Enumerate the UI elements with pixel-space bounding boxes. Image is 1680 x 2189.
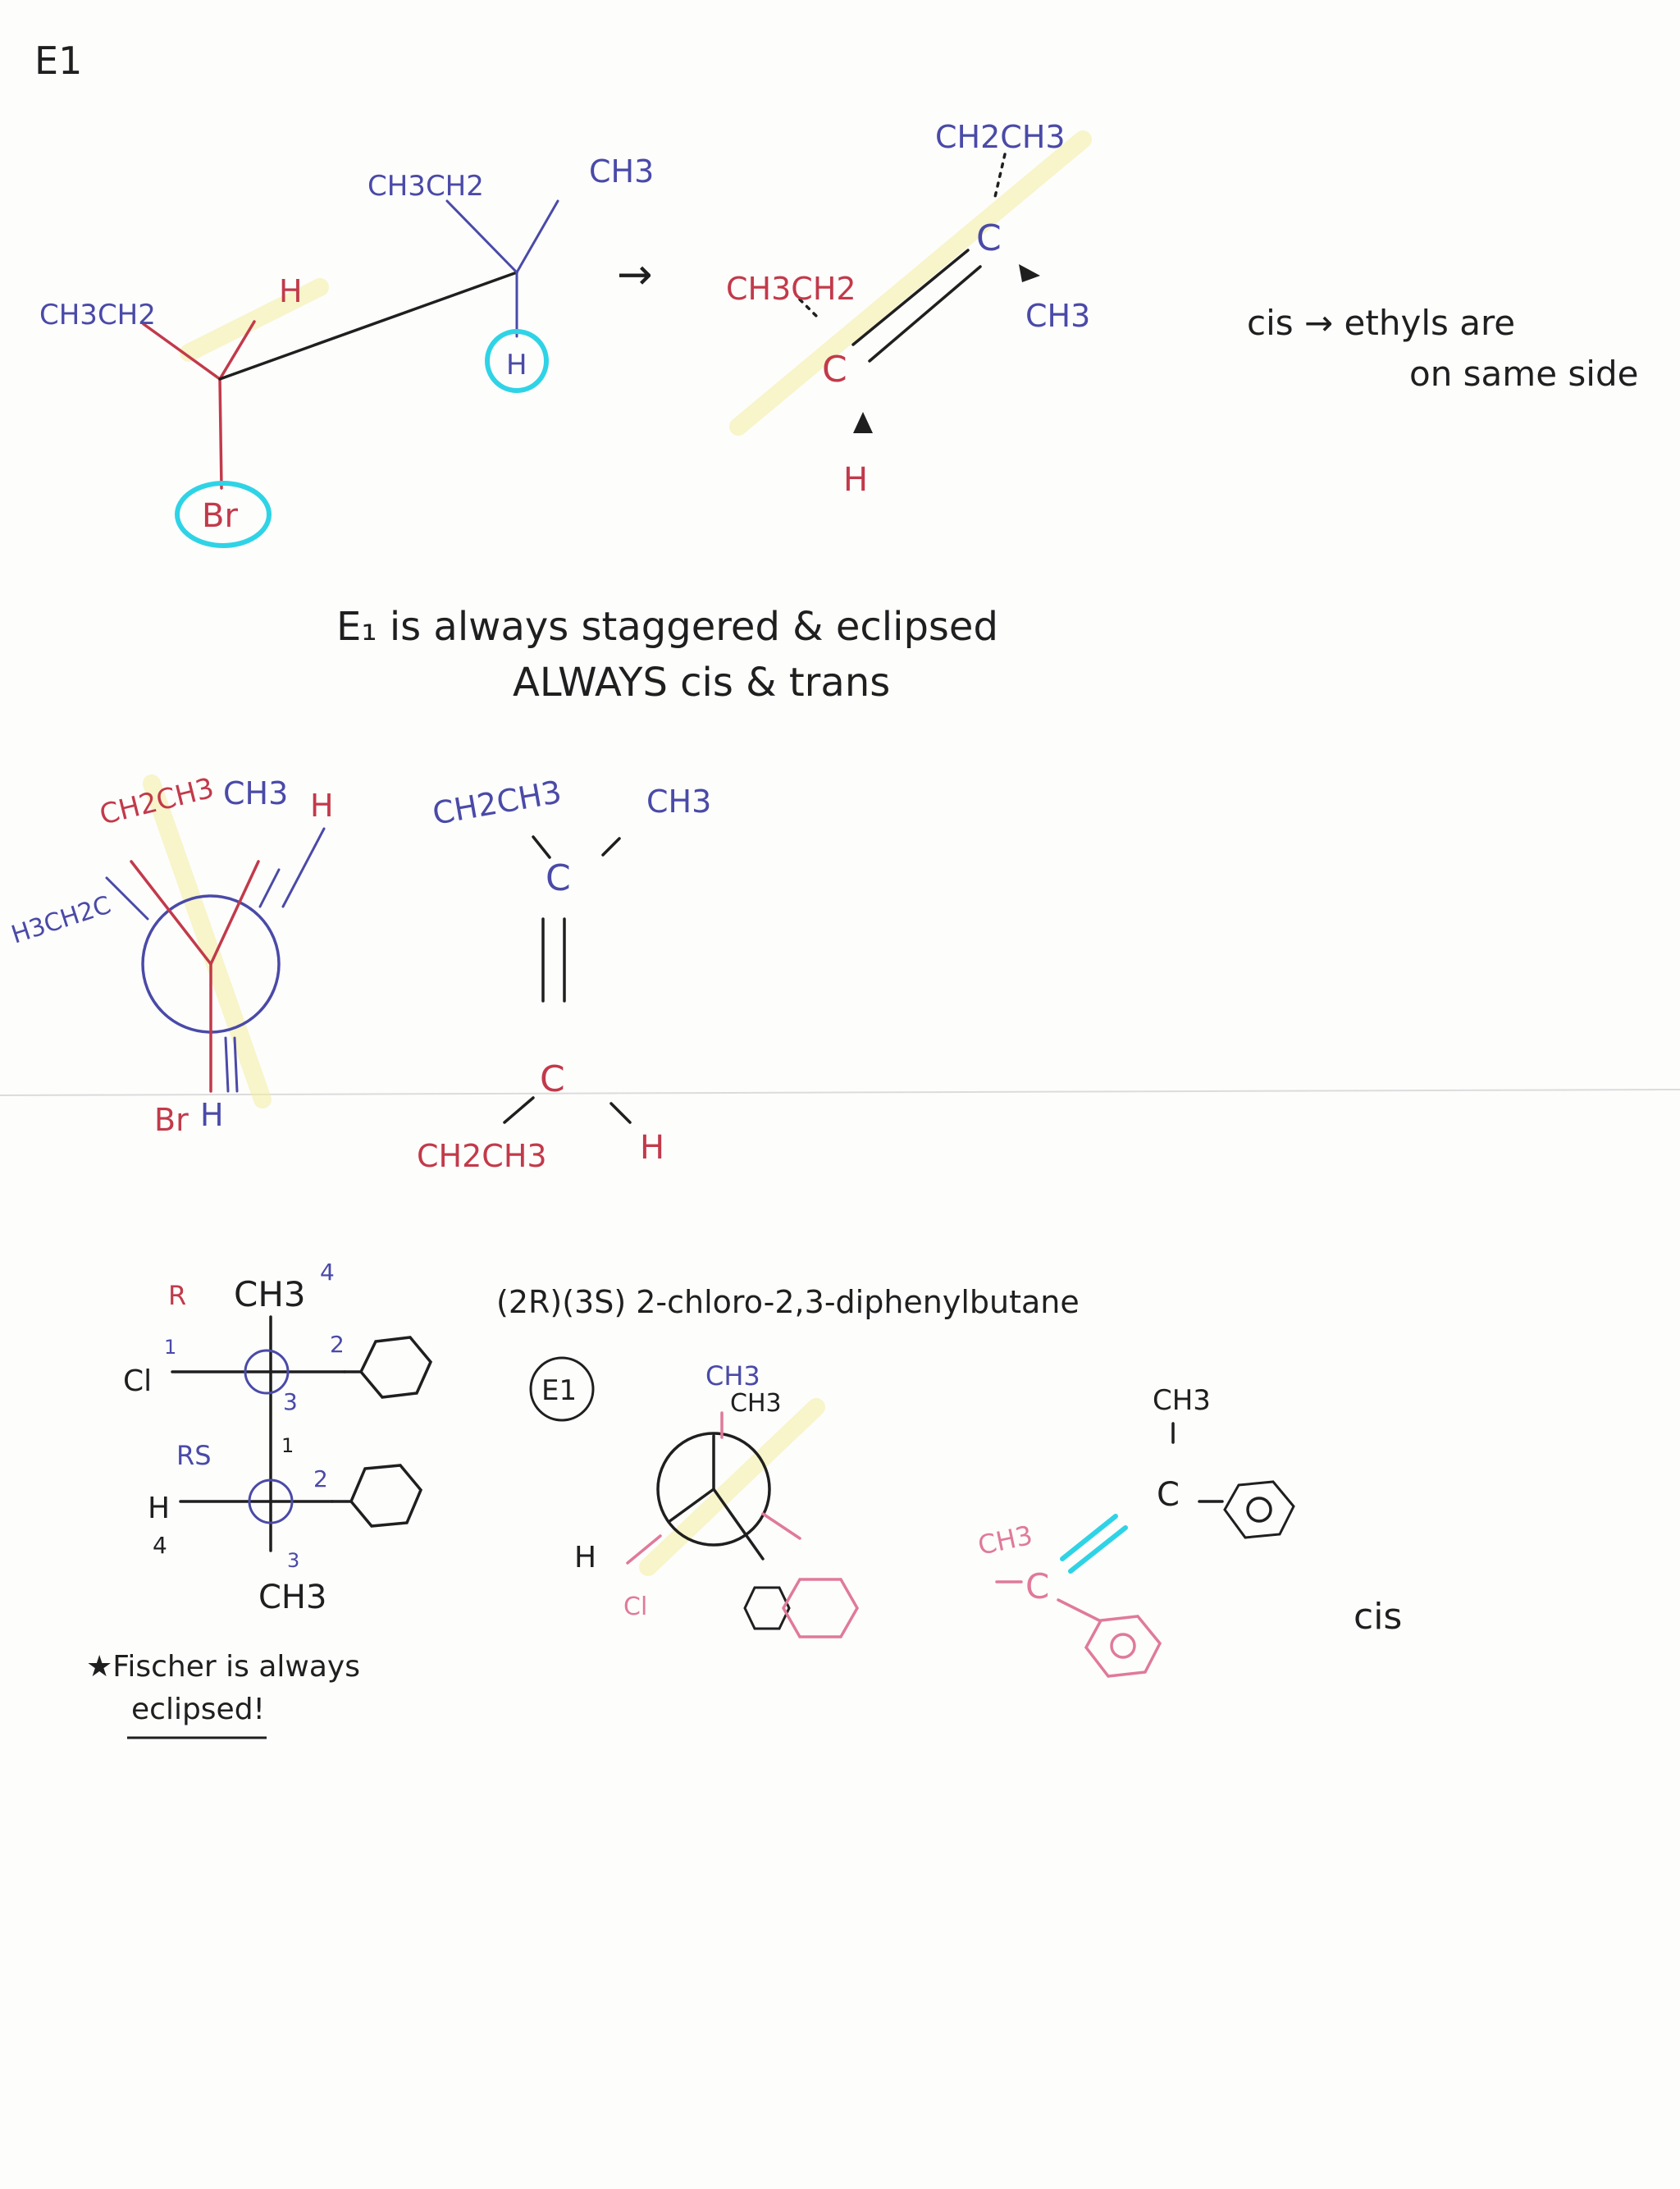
- label-planar-h: H: [640, 1129, 664, 1167]
- label-h-circled: H: [506, 349, 527, 382]
- label-fischer-ch3-top: CH3: [234, 1274, 306, 1314]
- label-newman2-ch3-a: CH3: [705, 1360, 760, 1392]
- label-alkene2-ch3-left: CH3: [975, 1520, 1035, 1561]
- label-fischer-h: H: [148, 1492, 170, 1525]
- cis-note-line1: cis → ethyls are: [1247, 303, 1515, 343]
- fischer-note-line1: ★Fischer is always: [86, 1650, 360, 1684]
- label-planar-ch3: CH3: [646, 784, 711, 820]
- label-fischer-num3b: 3: [287, 1549, 299, 1572]
- label-fischer-sup4: 4: [320, 1259, 335, 1286]
- label-fischer-ch3-bottom: CH3: [258, 1579, 326, 1616]
- page-fold-line: [0, 1089, 1680, 1096]
- label-alkene-ch3ch2: CH3CH2: [726, 271, 856, 307]
- label-planar-c-bottom: C: [540, 1058, 565, 1100]
- zigzag-structure: [142, 199, 559, 548]
- label-e1: E1: [541, 1374, 577, 1407]
- label-fischer-num4: 4: [153, 1532, 167, 1559]
- label-br: Br: [202, 497, 238, 535]
- cis-note-line2: on same side: [1409, 354, 1638, 394]
- label-newman2-ch3-b: CH3: [730, 1389, 782, 1418]
- label-newman-ch3: CH3: [223, 775, 288, 811]
- alkene-structure: [729, 130, 1092, 436]
- fischer-projection: [171, 1315, 433, 1552]
- e1-circle: [529, 1356, 595, 1422]
- newman-projection-2: [626, 1398, 860, 1638]
- label-alkene2-c-bottom: C: [1025, 1566, 1049, 1606]
- label-fischer-num3a: 3: [283, 1388, 298, 1415]
- page-title: E1: [34, 39, 82, 83]
- circled-h-highlight: [485, 329, 549, 393]
- label-alkene-h: H: [843, 461, 868, 499]
- fischer-note-line2: eclipsed!: [131, 1693, 265, 1726]
- label-fischer-num1: 1: [164, 1336, 176, 1359]
- label-fischer-cl: Cl: [123, 1364, 152, 1398]
- label-newman-h-bottom: H: [200, 1097, 224, 1133]
- label-top-ch3ch2: CH3CH2: [368, 170, 484, 203]
- label-planar-c-top: C: [546, 857, 571, 899]
- planar-alkene: [503, 835, 632, 1124]
- label-fischer-rs: RS: [176, 1440, 212, 1471]
- label-fischer-r: R: [168, 1280, 186, 1311]
- label-planar-ch2ch3-bottom: CH2CH3: [417, 1138, 547, 1174]
- label-newman-br: Br: [154, 1102, 189, 1138]
- circled-br-highlight: [175, 481, 272, 548]
- label-alkene2-ch3-top: CH3: [1153, 1384, 1211, 1417]
- reaction-arrow: →: [617, 250, 653, 299]
- label-alkene-c-bottom: C: [822, 349, 847, 391]
- compound-name: (2R)(3S) 2-chloro-2,3-diphenylbutane: [496, 1284, 1080, 1320]
- e1-rule-line2: ALWAYS cis & trans: [513, 660, 890, 706]
- label-fischer-num2b: 2: [313, 1465, 328, 1492]
- alkene-structure-2: [995, 1422, 1295, 1678]
- e1-rule-line1: E₁ is always staggered & eclipsed: [336, 604, 998, 650]
- label-alkene-c-top: C: [976, 217, 1002, 259]
- label-newman-h3ch2c: H3CH2C: [8, 891, 115, 950]
- label-cis: cis: [1354, 1596, 1402, 1638]
- label-fischer-num2a: 2: [330, 1331, 345, 1358]
- label-alkene-ch3: CH3: [1025, 298, 1090, 334]
- label-newman2-h: H: [574, 1541, 596, 1574]
- label-left-ch3ch2: CH3CH2: [39, 299, 156, 331]
- label-h-left: H: [279, 273, 303, 309]
- label-fischer-num1b: 1: [281, 1434, 294, 1457]
- label-alkene-ch2ch3: CH2CH3: [935, 119, 1066, 155]
- label-planar-ch2ch3-top: CH2CH3: [430, 774, 564, 832]
- newman-projection: [105, 775, 326, 1108]
- label-alkene2-c-top: C: [1157, 1476, 1180, 1514]
- label-top-ch3: CH3: [589, 153, 654, 190]
- label-newman2-cl: Cl: [623, 1593, 647, 1621]
- label-newman-h: H: [310, 788, 334, 824]
